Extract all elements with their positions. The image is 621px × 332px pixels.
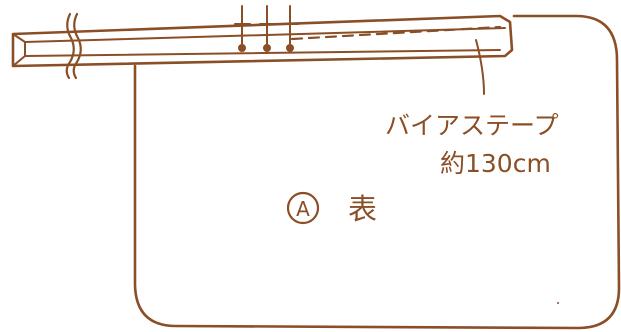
- pin-1-head: [238, 44, 246, 52]
- pin-2-head: [263, 44, 271, 52]
- bias-tape-end-left: [12, 33, 26, 67]
- fabric-panel: [133, 14, 621, 330]
- break-mark-left: [65, 12, 75, 80]
- paper-speck: [557, 302, 559, 304]
- tape-name-label: バイアステープ: [385, 111, 559, 140]
- bias-tape-fold-bottom: [24, 49, 501, 57]
- stitch-line: [290, 25, 502, 41]
- panel-marker-circle: [286, 191, 320, 225]
- panel-marker-label: A: [296, 197, 310, 221]
- break-mark-right: [72, 12, 82, 80]
- panel-side-label: 表: [348, 192, 377, 226]
- tape-length-label: 約130cm: [440, 149, 551, 178]
- bias-tape-fold-top: [24, 27, 506, 43]
- pin-3-head: [286, 44, 294, 52]
- leader-line: [475, 39, 485, 95]
